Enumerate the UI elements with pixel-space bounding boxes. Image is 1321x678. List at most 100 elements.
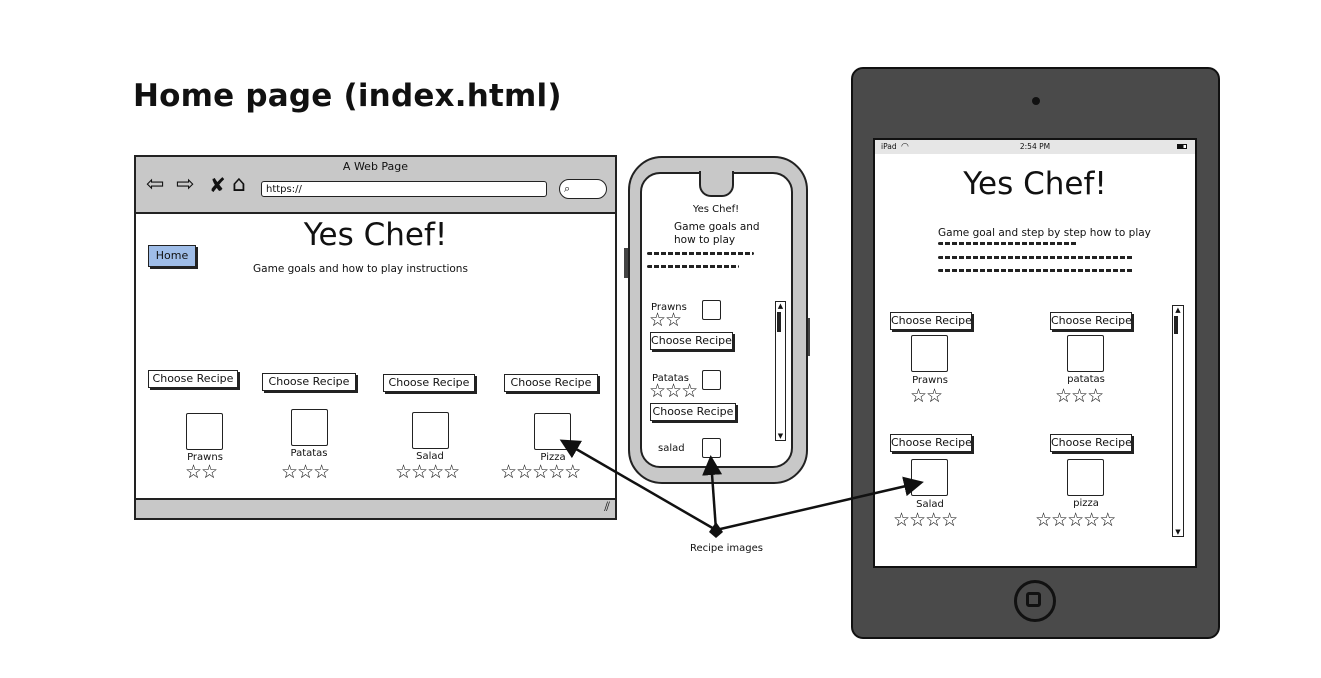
desktop-browser-window: A Web Page ⇦ ⇨ ✘ ⌂ https:// ⌕ Home Yes C…: [134, 155, 617, 520]
annotation-label: Recipe images: [690, 543, 763, 554]
recipe-image-pizza[interactable]: [1067, 459, 1104, 496]
camera-icon: [1032, 97, 1040, 105]
star-outline-icon[interactable]: ☆: [1083, 509, 1100, 531]
star-outline-icon[interactable]: ☆: [941, 509, 958, 531]
tablet-scrollbar[interactable]: ▲ ▼: [1172, 305, 1184, 537]
star-outline-icon[interactable]: ☆: [665, 309, 682, 331]
recipe-image-patatas[interactable]: [702, 370, 721, 390]
recipe-image-salad[interactable]: [702, 438, 721, 458]
choose-recipe-button[interactable]: Choose Recipe: [890, 312, 972, 330]
star-outline-icon[interactable]: ☆: [297, 461, 314, 483]
star-outline-icon[interactable]: ☆: [1067, 509, 1084, 531]
star-outline-icon[interactable]: ☆: [564, 461, 581, 483]
star-outline-icon[interactable]: ☆: [185, 461, 202, 483]
star-outline-icon[interactable]: ☆: [548, 461, 565, 483]
home-button-icon: [1026, 592, 1041, 607]
tablet-home-button[interactable]: [1014, 580, 1056, 622]
wifi-icon: ◠: [901, 142, 909, 152]
choose-recipe-button[interactable]: Choose Recipe: [890, 434, 972, 452]
page-title: Home page (index.html): [133, 78, 562, 114]
star-outline-icon[interactable]: ☆: [201, 461, 218, 483]
choose-recipe-button[interactable]: Choose Recipe: [148, 370, 238, 388]
scroll-up-icon[interactable]: ▲: [777, 302, 784, 310]
recipe-image-salad[interactable]: [911, 459, 948, 496]
star-outline-icon[interactable]: ☆: [893, 509, 910, 531]
recipe-image-prawns[interactable]: [911, 335, 948, 372]
star-outline-icon[interactable]: ☆: [649, 309, 666, 331]
star-rating: ☆☆☆: [1055, 385, 1104, 407]
choose-recipe-button[interactable]: Choose Recipe: [383, 374, 475, 392]
star-outline-icon[interactable]: ☆: [926, 385, 943, 407]
home-icon[interactable]: ⌂: [232, 172, 246, 197]
star-outline-icon[interactable]: ☆: [281, 461, 298, 483]
recipe-image-pizza[interactable]: [534, 413, 571, 450]
scroll-down-icon[interactable]: ▼: [1175, 528, 1181, 536]
star-outline-icon[interactable]: ☆: [1071, 385, 1088, 407]
recipe-image-prawns[interactable]: [702, 300, 721, 320]
star-outline-icon[interactable]: ☆: [516, 461, 533, 483]
star-outline-icon[interactable]: ☆: [909, 509, 926, 531]
star-outline-icon[interactable]: ☆: [1051, 509, 1068, 531]
star-outline-icon[interactable]: ☆: [1035, 509, 1052, 531]
url-input[interactable]: https://: [261, 181, 547, 197]
star-outline-icon[interactable]: ☆: [910, 385, 927, 407]
scroll-up-icon[interactable]: ▲: [1175, 306, 1181, 314]
choose-recipe-button[interactable]: Choose Recipe: [1050, 312, 1132, 330]
scroll-thumb[interactable]: [777, 312, 781, 332]
arrow-hub: [709, 522, 723, 538]
placeholder-text-line: [938, 242, 1078, 245]
phone-side-button: [806, 318, 810, 356]
recipe-name: Salad: [916, 499, 944, 510]
scroll-down-icon[interactable]: ▼: [777, 432, 784, 440]
star-outline-icon[interactable]: ☆: [532, 461, 549, 483]
tablet-status-bar: iPad ◠ 2:54 PM: [875, 140, 1195, 154]
placeholder-text-line: [647, 265, 739, 268]
recipe-image-patatas[interactable]: [291, 409, 328, 446]
star-rating: ☆☆☆☆☆: [500, 461, 581, 483]
recipe-image-prawns[interactable]: [186, 413, 223, 450]
device-name: iPad: [881, 142, 897, 151]
star-outline-icon[interactable]: ☆: [681, 380, 698, 402]
browser-toolbar: A Web Page ⇦ ⇨ ✘ ⌂ https:// ⌕: [136, 157, 615, 214]
star-outline-icon[interactable]: ☆: [500, 461, 517, 483]
star-outline-icon[interactable]: ☆: [665, 380, 682, 402]
resize-grip-icon[interactable]: ⫽: [604, 500, 610, 515]
star-rating: ☆☆☆: [281, 461, 330, 483]
choose-recipe-button[interactable]: Choose Recipe: [1050, 434, 1132, 452]
recipe-name: Patatas: [290, 448, 328, 459]
search-button[interactable]: ⌕: [559, 179, 607, 199]
placeholder-text-line: [938, 269, 1134, 272]
star-rating: ☆☆: [185, 461, 218, 483]
star-outline-icon[interactable]: ☆: [1055, 385, 1072, 407]
star-outline-icon[interactable]: ☆: [649, 380, 666, 402]
star-outline-icon[interactable]: ☆: [313, 461, 330, 483]
choose-recipe-button[interactable]: Choose Recipe: [650, 403, 736, 421]
phone-subtitle: Game goals and how to play: [674, 221, 760, 246]
phone-scrollbar[interactable]: ▲ ▼: [775, 301, 786, 441]
star-outline-icon[interactable]: ☆: [443, 461, 460, 483]
site-subtitle: Game goals and how to play instructions: [253, 263, 468, 275]
phone-side-button: [624, 248, 629, 278]
star-outline-icon[interactable]: ☆: [1087, 385, 1104, 407]
choose-recipe-button[interactable]: Choose Recipe: [504, 374, 598, 392]
star-outline-icon[interactable]: ☆: [411, 461, 428, 483]
recipe-name: Prawns: [187, 452, 223, 463]
star-outline-icon[interactable]: ☆: [1099, 509, 1116, 531]
scroll-thumb[interactable]: [1174, 316, 1178, 334]
choose-recipe-button[interactable]: Choose Recipe: [650, 332, 733, 350]
forward-arrow-icon[interactable]: ⇨: [176, 172, 195, 197]
recipe-image-salad[interactable]: [412, 412, 449, 449]
star-outline-icon[interactable]: ☆: [395, 461, 412, 483]
star-outline-icon[interactable]: ☆: [925, 509, 942, 531]
site-heading: Yes Chef!: [303, 217, 448, 253]
back-arrow-icon[interactable]: ⇦: [146, 172, 165, 197]
window-title: A Web Page: [342, 160, 409, 173]
star-rating: ☆☆☆☆☆: [1035, 509, 1116, 531]
close-icon[interactable]: ✘: [209, 173, 226, 197]
star-rating: ☆☆: [910, 385, 943, 407]
choose-recipe-button[interactable]: Choose Recipe: [262, 373, 356, 391]
nav-home-button[interactable]: Home: [148, 245, 196, 267]
status-time: 2:54 PM: [1019, 142, 1051, 151]
star-outline-icon[interactable]: ☆: [427, 461, 444, 483]
recipe-image-patatas[interactable]: [1067, 335, 1104, 372]
